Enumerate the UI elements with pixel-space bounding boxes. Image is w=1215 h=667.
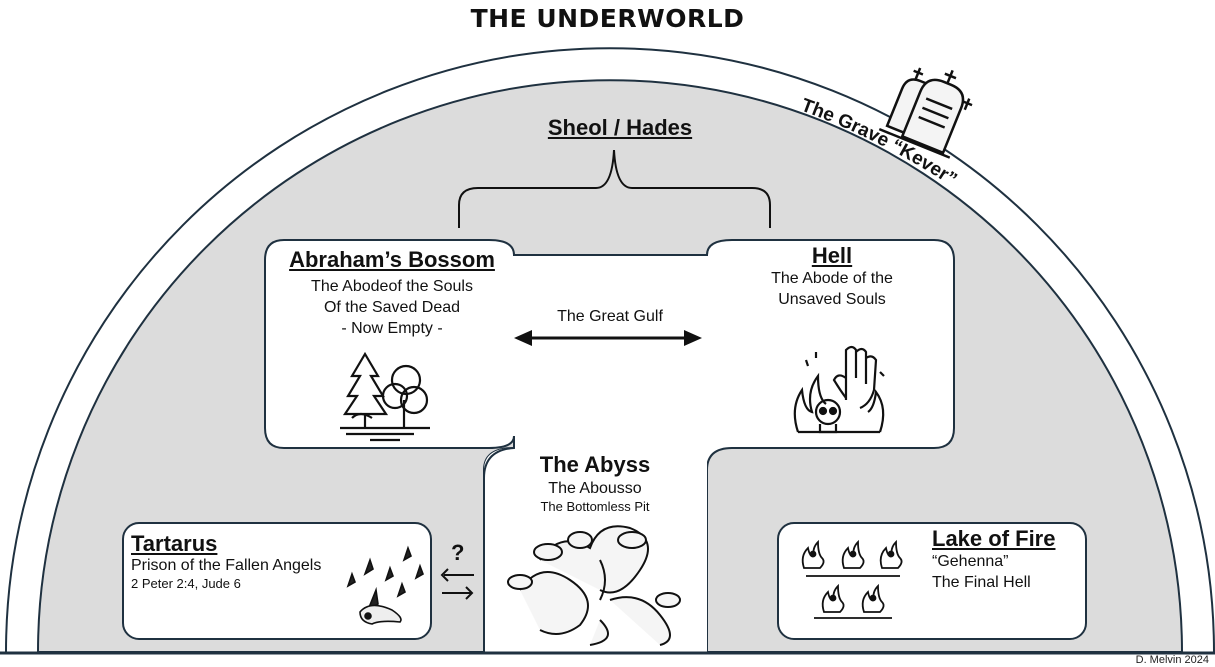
abrahams-bosom-title: Abraham’s Bossom bbox=[289, 247, 495, 272]
flames-skull-hand-icon bbox=[793, 345, 885, 434]
lake-of-fire-title: Lake of Fire bbox=[932, 526, 1056, 551]
abyss-note: The Bottomless Pit bbox=[540, 499, 650, 514]
great-gulf-label: The Great Gulf bbox=[557, 308, 663, 325]
sheol-brace bbox=[458, 149, 771, 228]
abrahams-bosom-line-2: Of the Saved Dead bbox=[323, 299, 461, 316]
author-credit: D. Melvin 2024 bbox=[1135, 654, 1209, 666]
hydra-serpents-icon bbox=[507, 525, 681, 646]
lake-of-fire-line-2: The Final Hell bbox=[932, 574, 1031, 591]
abrahams-bosom-line-1: The Abodeof the Souls bbox=[311, 278, 473, 295]
tartarus-box bbox=[122, 522, 432, 640]
abrahams-bosom-line-3: - Now Empty - bbox=[341, 320, 443, 337]
great-gulf-arrow bbox=[514, 330, 702, 346]
abyss-left-wall bbox=[483, 435, 516, 652]
tartarus-title: Tartarus bbox=[131, 531, 218, 556]
outer-dome-arc bbox=[5, 47, 1215, 653]
trees-landscape-icon bbox=[340, 351, 430, 442]
sheol-label: Sheol / Hades bbox=[547, 115, 693, 140]
page-title: THE UNDERWORLD bbox=[470, 4, 745, 33]
tartarus-line: Prison of the Fallen Angels bbox=[131, 557, 322, 574]
abyss-subtitle: The Abousso bbox=[548, 480, 642, 497]
tombstone-graves-icon bbox=[878, 67, 973, 159]
hell-line-2: Unsaved Souls bbox=[778, 291, 886, 308]
lake-of-fire-line-1: “Gehenna” bbox=[932, 553, 1009, 570]
hell-title: Hell bbox=[811, 243, 853, 268]
figures-in-fire-icon bbox=[801, 539, 903, 619]
exchange-arrows-icon bbox=[440, 568, 474, 600]
tartarus-reference: 2 Peter 2:4, Jude 6 bbox=[131, 576, 241, 591]
abyss-title: The Abyss bbox=[539, 452, 651, 477]
falling-angels-icon bbox=[346, 545, 424, 625]
hell-line-1: The Abode of the bbox=[771, 270, 893, 287]
question-mark: ? bbox=[451, 540, 465, 565]
